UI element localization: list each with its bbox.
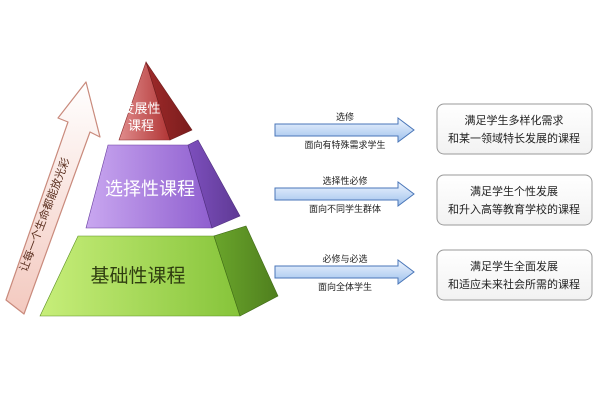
goal-box-3: 满足学生全面发展 和适应未来社会所需的课程: [436, 249, 593, 301]
connector-2-below: 面向不同学生群体: [309, 203, 381, 215]
pyramid: 发展性 课程 选择性课程 基础性课程: [39, 61, 279, 317]
goal-2-line2: 和升入高等教育学校的课程: [448, 202, 580, 216]
tier-foundation-label: 基础性课程: [90, 265, 185, 287]
connector-3-below: 面向全体学生: [318, 281, 372, 293]
connector-arrow-1: 选修 面向有特殊需求学生: [274, 111, 415, 151]
goal-box-2: 满足学生个性发展 和升入高等教育学校的课程: [436, 174, 593, 226]
tier-elective-label: 选择性课程: [105, 179, 195, 200]
connector-2-above: 选择性必修: [322, 175, 367, 187]
goal-3-line1: 满足学生全面发展: [470, 259, 558, 273]
connector-arrow-3: 必修与必选 面向全体学生: [274, 253, 415, 293]
goal-2-line1: 满足学生个性发展: [470, 184, 558, 198]
goal-1-line2: 和某一领域特长发展的课程: [448, 131, 580, 145]
goal-3-line2: 和适应未来社会所需的课程: [448, 277, 580, 291]
tier-development: 发展性 课程: [118, 61, 193, 141]
connector-1-below: 面向有特殊需求学生: [304, 139, 385, 151]
goal-1-line1: 满足学生多样化需求: [465, 113, 564, 127]
goal-box-1: 满足学生多样化需求 和某一领域特长发展的课程: [436, 103, 593, 155]
tier-development-label-line2: 课程: [128, 119, 154, 134]
connector-3-above: 必修与必选: [322, 253, 367, 265]
connector-arrow-2: 选择性必修 面向不同学生群体: [274, 175, 415, 215]
connector-1-above: 选修: [336, 111, 354, 123]
tier-foundation: 基础性课程: [39, 225, 279, 317]
tier-development-label-line1: 发展性: [121, 101, 160, 117]
tier-elective: 选择性课程: [85, 139, 241, 229]
